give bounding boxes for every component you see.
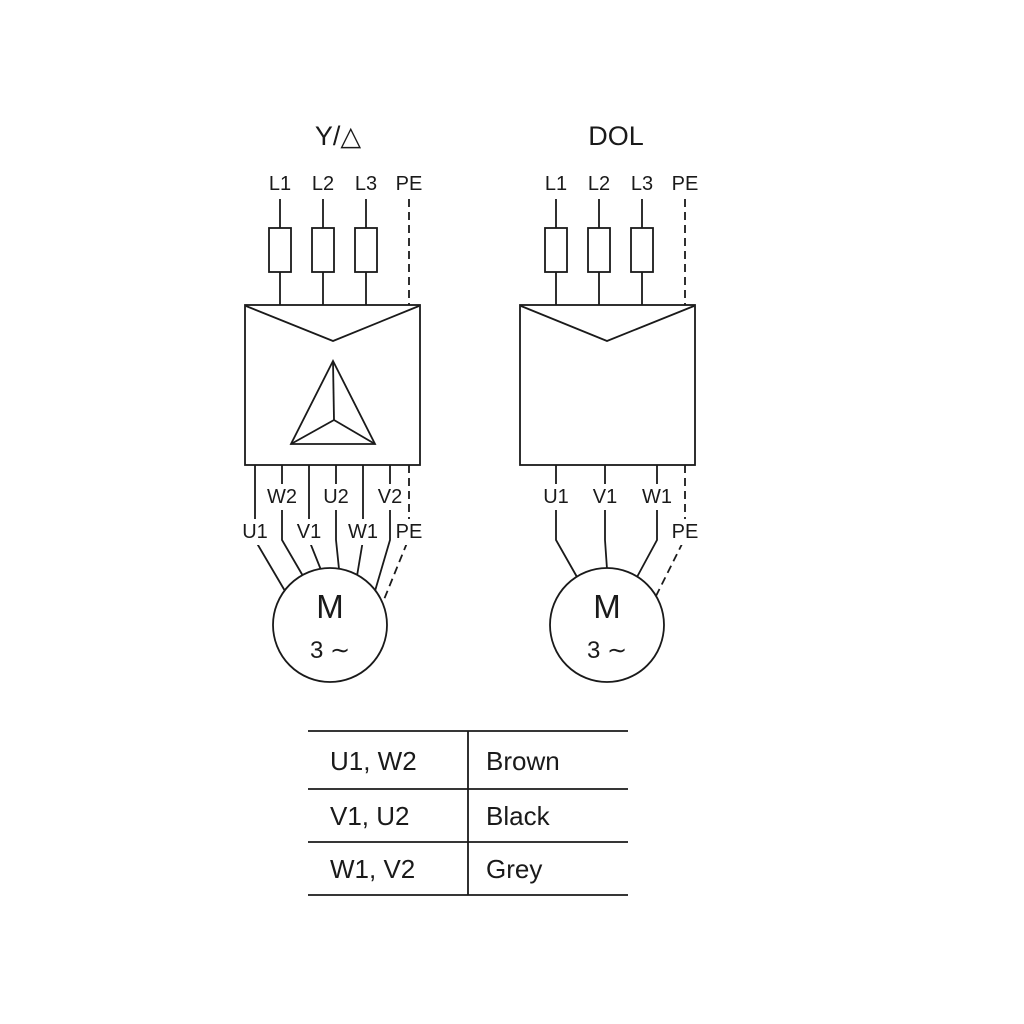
- fuse-icon: [630, 227, 654, 273]
- table-cell-terminals: U1, W2: [330, 746, 417, 776]
- table-row: V1, U2 Black: [330, 801, 551, 831]
- supply-label-l1: L1: [545, 173, 567, 195]
- motor-letter: M: [593, 588, 621, 625]
- fuse-icon: [354, 227, 378, 273]
- terminal-label-v2: V2: [378, 486, 402, 508]
- terminal-label-u2: U2: [323, 486, 349, 508]
- table-cell-color: Grey: [486, 854, 542, 884]
- starter-box: [519, 304, 696, 466]
- motor-phase: 3 ∼: [310, 637, 350, 664]
- motor-symbol: M 3 ∼: [272, 567, 388, 683]
- table-row: W1, V2 Grey: [330, 854, 542, 884]
- motor-phase: 3 ∼: [587, 637, 627, 664]
- fuse-line-l1: [544, 199, 568, 305]
- terminal-label-w1: W1: [348, 521, 378, 543]
- star-delta-diagram: Y/△ L1 L2 L3 PE: [237, 121, 427, 683]
- label-backdrop: [639, 484, 675, 510]
- terminal-label-w2: W2: [267, 486, 297, 508]
- supply-label-l3: L3: [355, 173, 377, 195]
- table-cell-color: Black: [486, 801, 551, 831]
- label-backdrop: [345, 519, 381, 545]
- motor-letter: M: [316, 588, 344, 625]
- dol-title: DOL: [588, 121, 644, 151]
- terminal-label-w1: W1: [642, 486, 672, 508]
- terminal-label-pe: PE: [396, 521, 423, 543]
- table-row: U1, W2 Brown: [330, 746, 560, 776]
- supply-label-pe: PE: [672, 173, 699, 195]
- fuse-line-l2: [587, 199, 611, 305]
- label-backdrop: [538, 484, 574, 510]
- star-delta-title: Y/△: [315, 121, 362, 151]
- starter-box: [244, 304, 421, 466]
- terminal-label-u1: U1: [242, 521, 268, 543]
- fuse-icon: [268, 227, 292, 273]
- table-cell-color: Brown: [486, 746, 560, 776]
- fuse-icon: [311, 227, 335, 273]
- supply-label-l2: L2: [588, 173, 610, 195]
- table-cell-terminals: W1, V2: [330, 854, 415, 884]
- table-cell-terminals: V1, U2: [330, 801, 410, 831]
- terminal-label-pe: PE: [672, 521, 699, 543]
- label-backdrop: [291, 519, 327, 545]
- dol-diagram: DOL L1 L2 L3 PE: [519, 121, 703, 683]
- label-backdrop: [264, 484, 300, 510]
- delta-symbol-icon: [289, 359, 377, 445]
- fuse-line-l2: [311, 199, 335, 305]
- fuse-icon: [544, 227, 568, 273]
- color-code-table: U1, W2 Brown V1, U2 Black W1, V2 Grey: [308, 730, 628, 896]
- supply-label-pe: PE: [396, 173, 423, 195]
- label-backdrop: [587, 484, 623, 510]
- chevron-icon: [245, 305, 420, 342]
- terminal-label-u1: U1: [543, 486, 569, 508]
- supply-label-l1: L1: [269, 173, 291, 195]
- label-backdrop: [372, 484, 408, 510]
- terminal-label-v1: V1: [297, 521, 321, 543]
- fuse-line-l3: [354, 199, 378, 305]
- fuse-line-l3: [630, 199, 654, 305]
- label-backdrop: [318, 484, 354, 510]
- label-backdrop: [237, 519, 273, 545]
- supply-label-l2: L2: [312, 173, 334, 195]
- motor-symbol: M 3 ∼: [549, 567, 665, 683]
- terminal-label-v1: V1: [593, 486, 617, 508]
- supply-label-l3: L3: [631, 173, 653, 195]
- fuse-line-l1: [268, 199, 292, 305]
- chevron-icon: [520, 305, 695, 342]
- fuse-icon: [587, 227, 611, 273]
- label-backdrop: [667, 519, 703, 545]
- label-backdrop: [391, 519, 427, 545]
